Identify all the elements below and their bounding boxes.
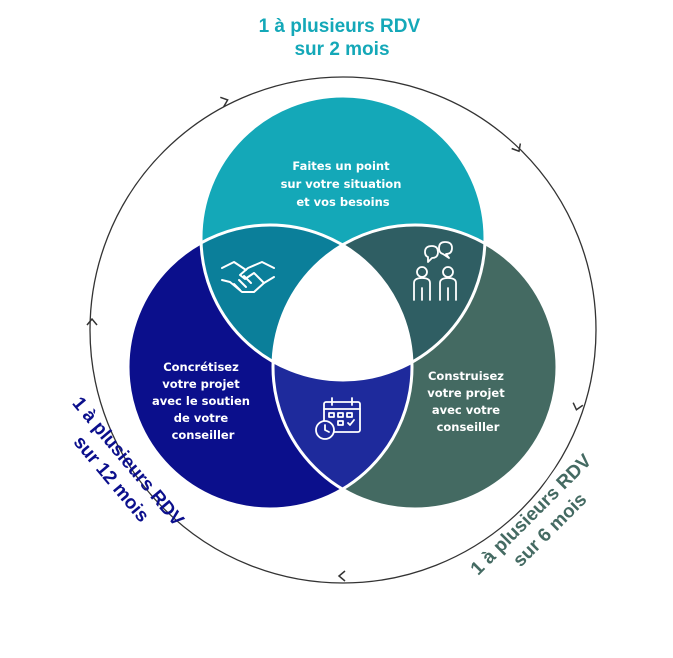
- top-label-mask: [192, 8, 490, 66]
- cycle-arrow-right: [572, 402, 584, 411]
- cycle-arrow-top-left: [220, 96, 229, 108]
- left-label-mask: [8, 378, 185, 600]
- center-overlap: [273, 225, 412, 380]
- circle-left-border: [126, 223, 414, 511]
- circle-right-border: [271, 223, 559, 511]
- circle-top-text: Faites un point sur votre situation et v…: [281, 159, 406, 209]
- circle-left-text: Concrétisez votre projet avec le soutien…: [152, 360, 254, 442]
- right-label-mask: [470, 405, 670, 620]
- cycle-ring: [89, 76, 597, 584]
- cycle-arrow-bottom: [337, 570, 346, 582]
- cycle-arrow-top-right: [511, 143, 522, 153]
- people-talking-icon: [413, 241, 457, 301]
- top-label: 1 à plusieurs RDV sur 2 mois: [259, 16, 426, 60]
- cycle-arrow-left: [86, 317, 98, 326]
- circle-top-border: [199, 94, 487, 382]
- handshake-icon: [221, 261, 275, 293]
- calendar-clock-icon: [315, 397, 361, 440]
- circle-right-text: Construisez votre projet avec votre cons…: [427, 369, 508, 434]
